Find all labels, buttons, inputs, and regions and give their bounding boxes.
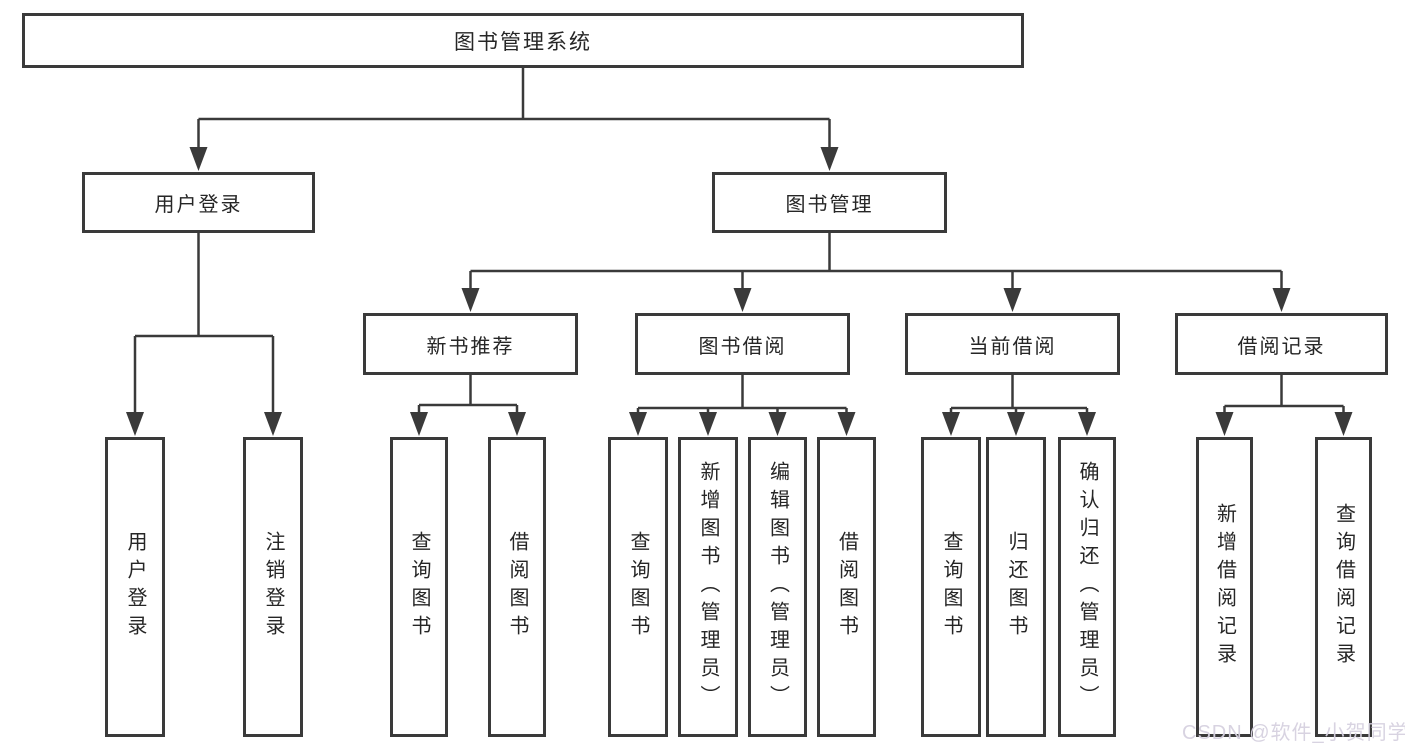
leaf-current-query-books: 查询图书: [921, 437, 981, 737]
leaf-label: 查询借阅记录: [1332, 503, 1355, 671]
node-book-borrowing: 图书借阅: [635, 313, 850, 375]
leaf-recommend-query-books: 查询图书: [390, 437, 448, 737]
csdn-watermark: CSDN @软件_小贺同学: [1182, 722, 1405, 744]
node-label: 用户登录: [154, 194, 243, 216]
node-label: 借阅记录: [1237, 335, 1326, 358]
node-label: 图书借阅: [698, 335, 787, 358]
leaf-label: 新增借阅记录: [1213, 503, 1236, 671]
leaf-records-add-borrow-record: 新增借阅记录: [1196, 437, 1253, 737]
leaf-borrowing-query-books: 查询图书: [608, 437, 668, 737]
node-current-borrowing: 当前借阅: [905, 313, 1120, 375]
leaf-label: 确认归还（管理员）: [1076, 461, 1098, 713]
leaf-user-login: 用户登录: [105, 437, 165, 737]
leaf-label: 查询图书: [940, 531, 962, 643]
node-new-book-recommendation: 新书推荐: [363, 313, 578, 375]
node-label: 新书推荐: [426, 335, 515, 358]
leaf-current-confirm-return-admin: 确认归还（管理员）: [1058, 437, 1116, 737]
leaf-label: 借阅图书: [506, 531, 528, 643]
leaf-label: 查询图书: [408, 531, 430, 643]
node-library-management-system: 图书管理系统: [22, 13, 1024, 68]
leaf-label: 查询图书: [627, 531, 649, 643]
node-borrowing-records: 借阅记录: [1175, 313, 1388, 375]
leaf-records-query-borrow-record: 查询借阅记录: [1315, 437, 1372, 737]
leaf-current-return-books: 归还图书: [986, 437, 1046, 737]
node-book-management: 图书管理: [712, 172, 947, 233]
leaf-label: 归还图书: [1005, 531, 1027, 643]
leaf-label: 用户登录: [124, 531, 146, 643]
node-label: 图书管理系统: [454, 30, 592, 54]
leaf-recommend-borrow-books: 借阅图书: [488, 437, 546, 737]
leaf-borrowing-edit-books-admin: 编辑图书（管理员）: [748, 437, 807, 737]
leaf-label: 新增图书（管理员）: [697, 461, 719, 713]
node-label: 图书管理: [785, 194, 874, 216]
leaf-logout: 注销登录: [243, 437, 303, 737]
leaf-label: 注销登录: [262, 531, 284, 643]
leaf-label: 借阅图书: [835, 531, 858, 643]
leaf-label: 编辑图书（管理员）: [766, 461, 789, 713]
node-label: 当前借阅: [968, 335, 1057, 358]
node-user-login: 用户登录: [82, 172, 315, 233]
leaf-borrowing-add-books-admin: 新增图书（管理员）: [678, 437, 738, 737]
leaf-borrowing-borrow-books: 借阅图书: [817, 437, 876, 737]
